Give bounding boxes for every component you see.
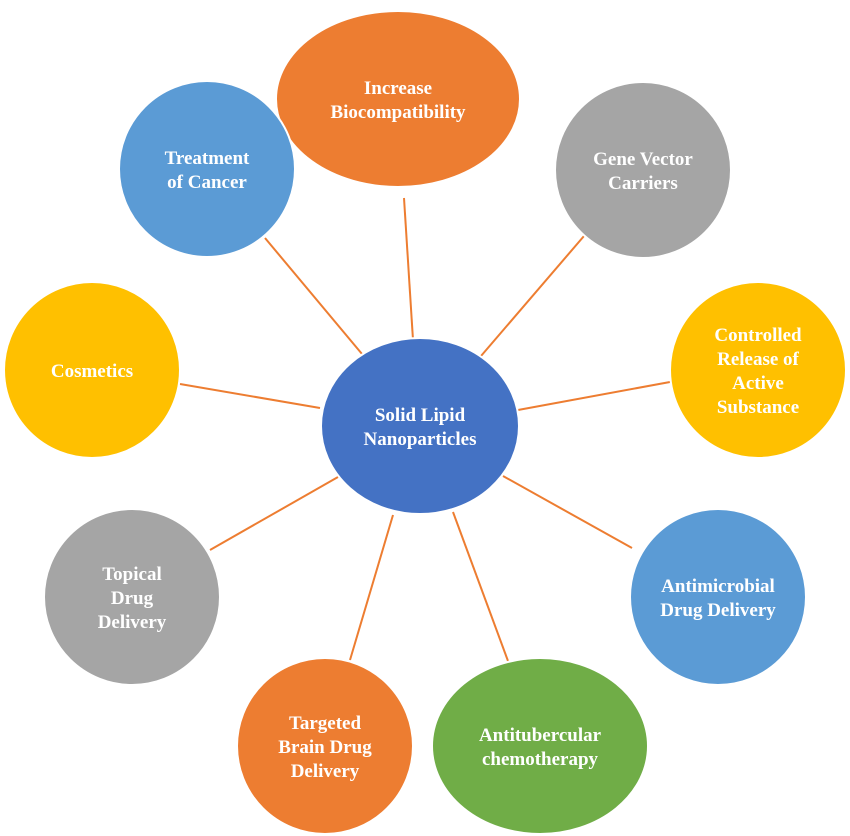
node-label-topical-drug-delivery-line: Topical	[102, 564, 162, 585]
node-treatment-of-cancer: Treatment of Cancer	[118, 80, 296, 258]
node-label-treatment-of-cancer-line: Treatment	[165, 148, 250, 169]
center-circle	[320, 337, 520, 515]
center-label-line: Nanoparticles	[364, 429, 477, 450]
node-label-antitubercular-chemotherapy: Antitubercular chemotherapy	[479, 725, 602, 770]
node-circle-increase-biocompatibility	[275, 10, 521, 188]
node-label-cosmetics: Cosmetics	[51, 361, 133, 382]
connector-controlled-release	[517, 381, 671, 411]
node-label-gene-vector-carriers-line: Carriers	[608, 173, 678, 194]
node-circle-gene-vector-carriers	[554, 81, 732, 259]
node-label-antitubercular-chemotherapy-line: Antitubercular	[479, 725, 602, 746]
node-label-antitubercular-chemotherapy-line: chemotherapy	[482, 749, 599, 770]
node-label-treatment-of-cancer-line: of Cancer	[167, 172, 247, 193]
node-label-increase-biocompatibility-line: Biocompatibility	[330, 102, 466, 123]
node-label-targeted-brain-drug-delivery-line: Targeted	[289, 713, 362, 734]
node-label-cosmetics-line: Cosmetics	[51, 361, 133, 382]
node-label-controlled-release-line: Controlled	[714, 325, 802, 346]
node-label-targeted-brain-drug-delivery-line: Delivery	[291, 761, 360, 782]
node-label-treatment-of-cancer: Treatment of Cancer	[165, 148, 250, 193]
connector-treatment-of-cancer	[264, 237, 363, 355]
connector-gene-vector-carriers	[480, 235, 585, 357]
connector-targeted-brain-drug-delivery	[349, 514, 394, 661]
node-label-antimicrobial-drug-delivery-line: Drug Delivery	[660, 600, 776, 621]
node-circle-antimicrobial-drug-delivery	[629, 508, 807, 686]
node-circle-targeted-brain-drug-delivery	[236, 657, 414, 835]
node-circle-cosmetics	[3, 281, 181, 459]
node-circle-antitubercular-chemotherapy	[431, 657, 649, 835]
node-label-controlled-release-line: Active	[732, 373, 784, 394]
connectors	[179, 197, 671, 662]
connector-antitubercular-chemotherapy	[452, 511, 509, 662]
node-label-increase-biocompatibility-line: Increase	[364, 78, 432, 99]
connector-increase-biocompatibility	[403, 197, 414, 341]
node-cosmetics: Cosmetics	[3, 281, 181, 459]
connector-cosmetics	[179, 383, 321, 409]
connector-antimicrobial-drug-delivery	[502, 475, 633, 549]
connector-topical-drug-delivery	[209, 476, 339, 551]
node-label-topical-drug-delivery-line: Delivery	[98, 612, 167, 633]
node-antitubercular-chemotherapy: Antitubercular chemotherapy	[431, 657, 649, 835]
node-circle-treatment-of-cancer	[118, 80, 296, 258]
node-label-targeted-brain-drug-delivery-line: Brain Drug	[278, 737, 372, 758]
node-circle-controlled-release	[669, 281, 847, 459]
node-label-antimicrobial-drug-delivery-line: Antimicrobial	[661, 576, 775, 597]
node-label-topical-drug-delivery-line: Drug	[111, 588, 154, 609]
node-label-gene-vector-carriers-line: Gene Vector	[593, 149, 693, 170]
node-circle-topical-drug-delivery	[43, 508, 221, 686]
node-label-controlled-release-line: Release of	[717, 349, 799, 370]
node-label-controlled-release-line: Substance	[717, 397, 799, 418]
center-label-line: Solid Lipid	[375, 405, 466, 426]
